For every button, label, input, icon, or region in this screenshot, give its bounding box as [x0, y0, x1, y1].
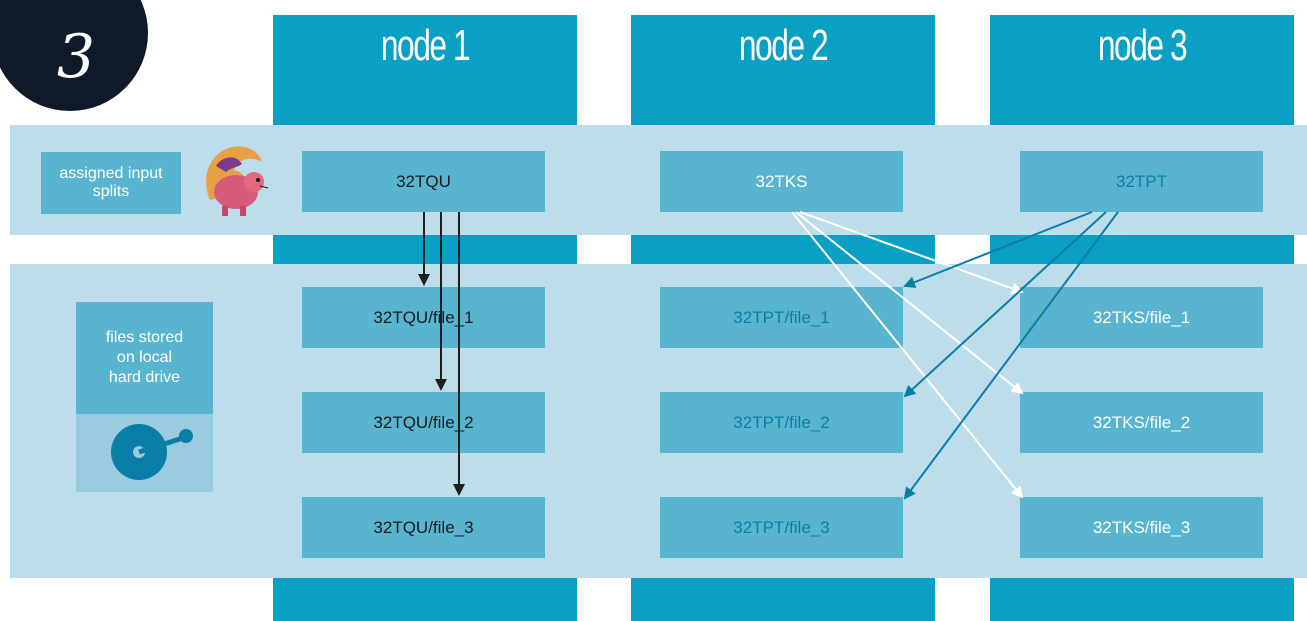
file-box-node2-1: 32TPT/file_1 — [660, 287, 903, 348]
file-box-node3-3: 32TKS/file_3 — [1020, 497, 1263, 558]
node-header-1: node 1 — [380, 21, 471, 70]
split-box-node1: 32TQU — [302, 151, 545, 212]
arrow-32TKS-file1 — [799, 211, 1024, 295]
hard-drive-panel — [76, 414, 213, 492]
file-box-node1-3: 32TQU/file_3 — [302, 497, 545, 558]
file-box-node2-2: 32TPT/file_2 — [660, 392, 903, 453]
squirrel-icon — [192, 142, 276, 220]
file-box-node3-2: 32TKS/file_2 — [1020, 392, 1263, 453]
arrow-32TPT-file1 — [903, 211, 1093, 288]
local-files-label: files stored on local hard drive — [76, 302, 213, 414]
arrow-32TKS-file2 — [795, 211, 1024, 395]
file-box-node1-1: 32TQU/file_1 — [302, 287, 545, 348]
split-box-node3: 32TPT — [1020, 151, 1263, 212]
file-box-node3-1: 32TKS/file_1 — [1020, 287, 1263, 348]
file-box-node1-2: 32TQU/file_2 — [302, 392, 545, 453]
arrow-32TPT-file2 — [903, 211, 1107, 398]
node-header-3: node 3 — [1097, 21, 1188, 70]
hard-drive-icon — [111, 424, 193, 480]
step-number: 3 — [56, 22, 96, 92]
arrow-32TKS-file3 — [791, 211, 1024, 499]
file-box-node2-3: 32TPT/file_3 — [660, 497, 903, 558]
node-header-2: node 2 — [738, 21, 829, 70]
assigned-splits-label: assigned input splits — [41, 152, 181, 214]
arrow-32TPT-file3 — [903, 211, 1119, 500]
split-box-node2: 32TKS — [660, 151, 903, 212]
